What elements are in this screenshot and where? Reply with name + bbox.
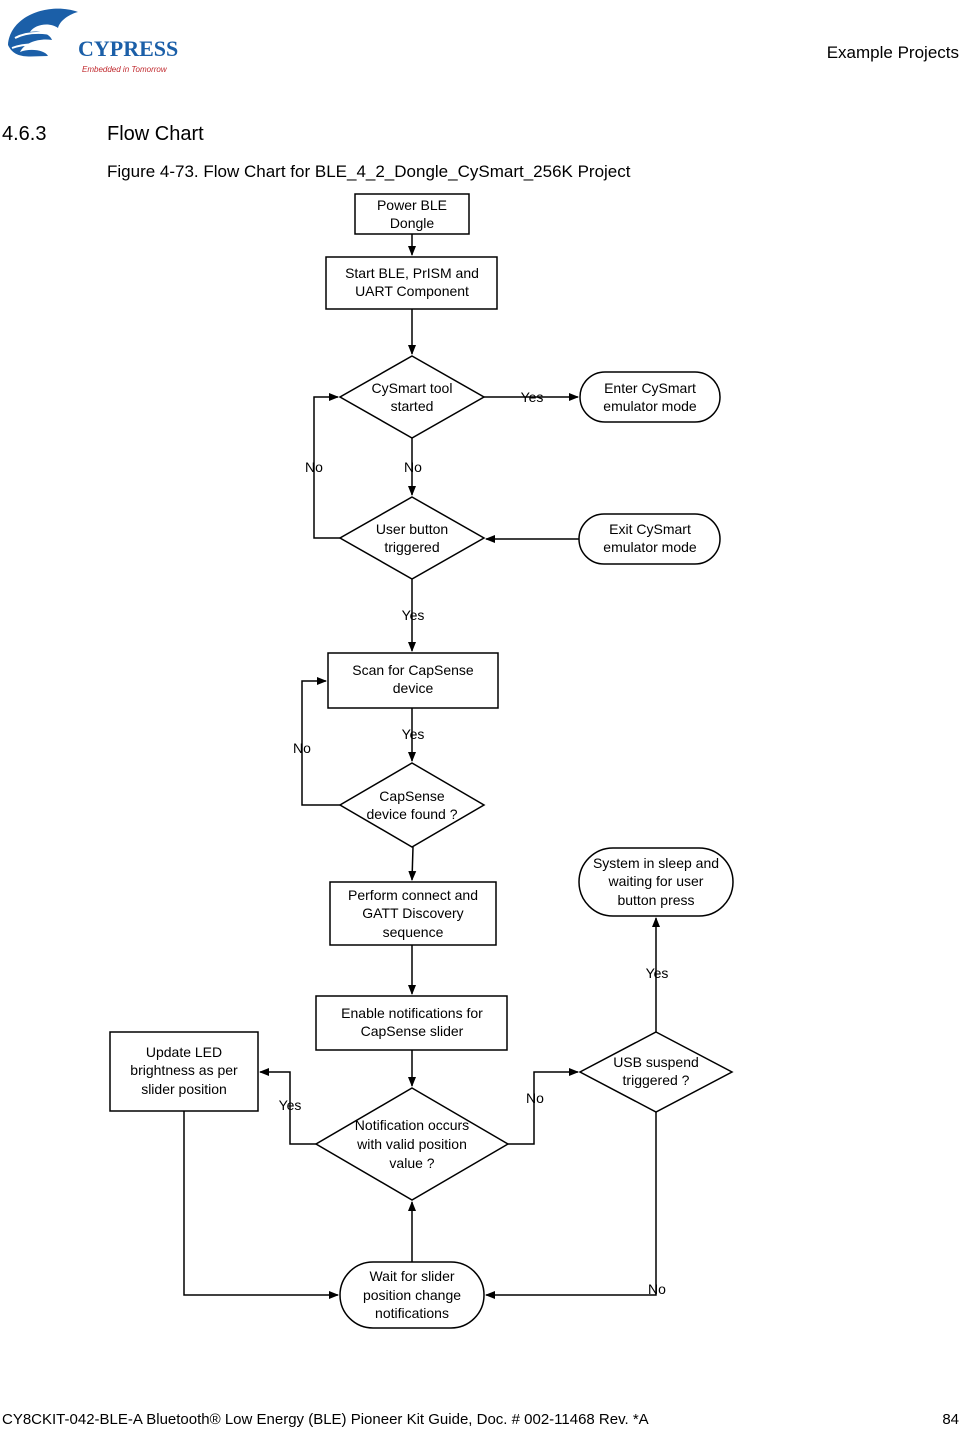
label-exit-cysmart-2: emulator mode [603,539,697,555]
edge-update-led-wait [183,1111,339,1299]
label-power-2: Dongle [390,215,435,231]
edge-label-notif-no: No [526,1090,544,1106]
label-start-2: UART Component [355,283,469,299]
label-wait-slider-3: notifications [375,1305,449,1321]
edge-label-cysmart-no: No [404,459,422,475]
node-sleep-box [578,847,734,917]
label-enter-cysmart-2: emulator mode [603,398,697,414]
label-capsense-found-1: CapSense [379,788,445,804]
label-user-button-2: triggered [384,539,439,555]
label-usb-suspend-1: USB suspend [613,1054,699,1070]
label-exit-cysmart-1: Exit CySmart [609,521,691,537]
edge-capsense-no [301,677,340,806]
label-sleep-3: button press [617,892,694,908]
label-notif-occurs-2: with valid position [356,1136,467,1152]
label-scan-2: device [393,680,434,696]
label-wait-slider-1: Wait for slider [369,1268,454,1284]
node-capsense-found-diamond [338,762,486,848]
edge-label-cysmart-yes: Yes [521,389,544,405]
label-enable-notif-1: Enable notifications for [341,1005,483,1021]
header-section-label: Example Projects [826,43,959,62]
node-connect-box [329,881,497,946]
label-capsense-found-2: device found ? [366,806,457,822]
label-connect-2: GATT Discovery [362,905,463,921]
label-connect-1: Perform connect and [348,887,478,903]
edge-label-scan-yes: Yes [402,726,425,742]
node-user-button-diamond [338,496,486,580]
footer-page-number: 84 [942,1411,959,1428]
edge-notif-no [508,1068,579,1145]
figure-caption: Figure 4-73. Flow Chart for BLE_4_2_Dong… [107,162,631,181]
label-start-1: Start BLE, PrISM and [345,265,479,281]
edge-notif-yes [259,1068,316,1145]
node-cysmart-started-diamond [338,355,486,439]
edge-user-button-no [313,393,340,539]
edge-label-user-button-yes: Yes [402,607,425,623]
section-number: 4.6.3 [2,123,47,145]
label-sleep-1: System in sleep and [593,855,719,871]
edge-label-usb-yes: Yes [646,965,669,981]
cypress-logo: CYPRESS Embedded in Tomorrow [8,8,178,74]
label-power-1: Power BLE [377,197,447,213]
label-update-led-2: brightness as per [130,1062,238,1078]
node-scan-box [327,652,499,709]
label-wait-slider-2: position change [363,1287,461,1303]
label-notif-occurs-3: value ? [389,1155,434,1171]
logo-wordmark: CYPRESS [78,36,178,61]
label-update-led-1: Update LED [146,1044,222,1060]
edge-label-user-button-no: No [305,459,323,475]
edge-label-notif-yes: Yes [279,1097,302,1113]
edge-usb-no [485,1112,657,1299]
edge-label-capsense-no: No [293,740,311,756]
logo-tagline: Embedded in Tomorrow [82,65,168,74]
label-user-button-1: User button [376,521,448,537]
label-notif-occurs-1: Notification occurs [355,1117,469,1133]
label-cysmart-started-1: CySmart tool [372,380,453,396]
label-cysmart-started-2: started [391,398,434,414]
label-enable-notif-2: CapSense slider [361,1023,464,1039]
label-connect-3: sequence [383,924,444,940]
edge-capsense-connect [408,846,417,881]
node-notif-occurs-diamond [314,1087,510,1201]
edge-label-usb-no: No [648,1281,666,1297]
node-enter-cysmart-box [579,371,721,423]
label-usb-suspend-2: triggered ? [623,1072,690,1088]
section-title: Flow Chart [107,123,204,145]
label-sleep-2: waiting for user [608,873,704,889]
footer-doc-title: CY8CKIT-042-BLE-A Bluetooth® Low Energy … [2,1411,649,1428]
label-enter-cysmart-1: Enter CySmart [604,380,696,396]
label-scan-1: Scan for CapSense [352,662,474,678]
label-update-led-3: slider position [141,1081,227,1097]
